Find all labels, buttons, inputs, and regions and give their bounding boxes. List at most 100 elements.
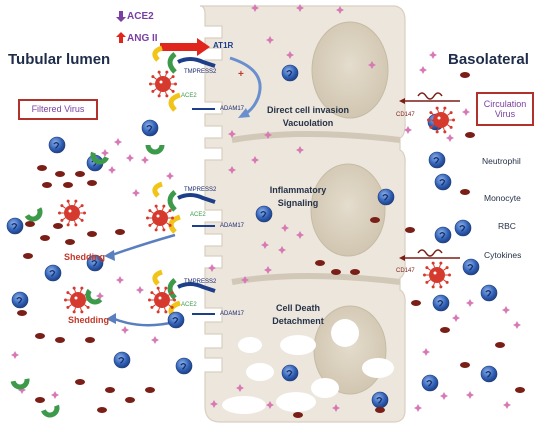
virus-spike-tip [148,298,151,302]
monocyte [255,205,273,223]
virus-spike-tip [431,261,435,265]
virus-spike-tip [146,216,149,220]
rbc [55,337,65,343]
cytokine [266,401,274,409]
monocyte-nucleus [467,264,474,271]
cytokine [101,149,109,157]
virus-spike-tip [58,211,61,215]
cytokine [502,306,510,314]
virus-spike-tip [164,286,168,290]
adam17-label-1: ADAM17 [220,106,245,112]
virus-spike-tip [449,111,453,115]
virus-spike-tip [156,286,160,290]
virus-spike-tip [150,305,154,309]
rbc [87,231,97,237]
monocyte [480,284,498,302]
rbc [35,333,45,339]
monocyte-nucleus [118,357,125,364]
shed-ace2-fragment [85,288,103,305]
circulation-virus-line1: Circulation [483,98,527,109]
cytokine [440,392,448,400]
cytokine [251,4,259,12]
virus-spike-tip [74,199,78,203]
cytokine [266,36,274,44]
virus-spike-tip [148,223,152,227]
cytokine [281,224,289,232]
rbc [115,229,125,235]
virus-spike-tip [60,218,64,222]
cytokine [296,231,304,239]
monocyte [48,136,66,154]
rbc [145,387,155,393]
virus-spike-tip [425,266,429,270]
shed-ace2-fragment [90,151,109,165]
rbc [23,253,33,259]
cytokine [429,51,437,59]
cytokine [108,166,116,174]
monocyte [86,254,104,272]
cytokine [96,292,104,300]
virus [70,292,86,308]
rbc [411,300,421,306]
rbc [75,171,85,177]
rbc [125,397,135,403]
cd147-label-1: CD147 [396,112,415,118]
cytokine [251,156,259,164]
rbc [35,397,45,403]
virus-spike-tip [72,310,76,314]
cytokine [141,156,149,164]
plus-sign: + [238,69,244,80]
cytokine [126,154,134,162]
cytokine [404,126,412,134]
circulation-virus-line2: Virus [494,109,516,119]
virus-spike-tip [425,280,429,284]
virus-highlight [433,271,437,275]
cytokine [228,130,236,138]
monocyte [454,219,472,237]
monocyte-nucleus [172,317,179,324]
monocyte-nucleus [433,157,440,164]
up-arrow-icon [116,32,126,43]
ace2-label-1: ACE2 [181,93,197,99]
monocyte-nucleus [91,260,98,267]
cytokine [261,241,269,249]
tmpress2-label-2: TMPRESS2 [184,187,217,193]
monocyte-nucleus [439,179,446,186]
virus-spike-tip [435,106,439,110]
tmpress2-label-1: TMPRESS2 [184,69,217,75]
cytokine [264,131,272,139]
rbc [293,412,303,418]
ace2-label-2: ACE2 [190,212,206,218]
monocyte [113,351,131,369]
rbc [55,171,65,177]
virus-spike-tip [66,291,70,295]
rbc [350,269,360,275]
virus-spike-tip [66,199,70,203]
virus-spike-tip [448,273,451,277]
virus-spike-tip [156,310,160,314]
virus-highlight [74,296,78,300]
at1r-label: AT1R [213,41,234,50]
adam17-label-3: ADAM17 [220,311,245,317]
ang2-label: ANG II [127,33,158,44]
virus [64,205,80,221]
arrowhead [104,250,115,261]
virus-spike-tip [66,223,70,227]
cytokine [114,138,122,146]
virus-spike-tip [173,298,176,302]
virus-spike-tip [443,106,447,110]
monocyte [434,226,452,244]
virus-spike-tip [170,305,174,309]
rbc [63,182,73,188]
process-cell-death: Cell Death Detachment [248,304,348,326]
monocyte [462,258,480,276]
cytokine [286,51,294,59]
cytokine [296,4,304,12]
rbc [515,387,525,393]
monocyte [480,365,498,383]
shed-ace2-fragment [24,207,43,222]
circulation-virus-box: Circulation Virus [476,92,534,126]
virus [152,210,168,226]
process-direct-invasion: Direct cell invasion Vacuolation [248,106,368,128]
